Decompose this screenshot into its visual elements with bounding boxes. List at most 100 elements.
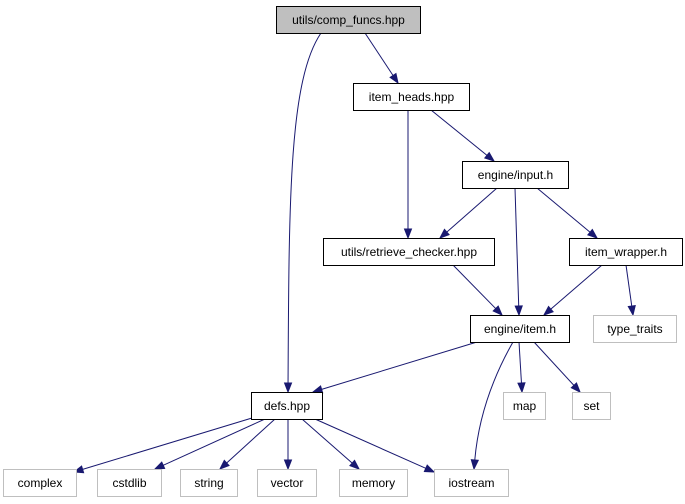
node-input[interactable]: engine/input.h bbox=[462, 161, 569, 189]
edge-line bbox=[301, 418, 353, 464]
arrowhead-icon bbox=[218, 459, 230, 470]
edge-defs-to-iostream bbox=[314, 418, 436, 473]
node-set: set bbox=[572, 392, 611, 420]
edge-item_heads-to-input bbox=[430, 109, 496, 162]
edge-defs-to-complex bbox=[72, 417, 253, 474]
node-label: cstdlib bbox=[112, 476, 146, 490]
node-label: utils/comp_funcs.hpp bbox=[292, 13, 405, 27]
edge-line bbox=[514, 187, 520, 307]
node-label: complex bbox=[18, 476, 63, 490]
edge-defs-to-cstdlib bbox=[153, 418, 266, 470]
nodes-layer: utils/comp_funcs.hpp item_heads.hppengine… bbox=[3, 6, 683, 497]
edge-defs-to-memory bbox=[301, 418, 361, 470]
node-cstdlib: cstdlib bbox=[97, 469, 162, 497]
node-label: engine/item.h bbox=[484, 322, 556, 336]
edge-comp_funcs-to-defs bbox=[283, 32, 322, 394]
arrowhead-icon bbox=[542, 305, 554, 316]
edge-input-to-item_wrapper bbox=[536, 187, 599, 239]
edge-item_wrapper-to-item bbox=[542, 264, 603, 316]
node-comp-funcs[interactable]: utils/comp_funcs.hpp bbox=[276, 6, 421, 34]
arrowhead-icon bbox=[283, 382, 293, 394]
edge-line bbox=[314, 418, 426, 469]
arrowhead-icon bbox=[483, 151, 496, 162]
edge-item-to-iostream bbox=[470, 341, 514, 471]
edges-layer bbox=[72, 32, 636, 474]
edge-item-to-defs bbox=[311, 341, 478, 394]
arrowhead-icon bbox=[283, 459, 293, 471]
node-label: utils/retrieve_checker.hpp bbox=[341, 245, 477, 259]
arrowhead-icon bbox=[349, 459, 361, 470]
arrowhead-icon bbox=[517, 382, 526, 394]
edge-item_heads-to-retrieve_checker bbox=[403, 110, 413, 240]
edge-line bbox=[625, 264, 633, 307]
node-label: iostream bbox=[448, 476, 494, 490]
arrowhead-icon bbox=[153, 461, 166, 470]
node-complex: complex bbox=[3, 469, 77, 497]
edge-line bbox=[518, 341, 522, 384]
node-box bbox=[572, 392, 611, 420]
edge-line bbox=[550, 264, 603, 310]
edge-comp_funcs-to-item_heads bbox=[364, 32, 399, 85]
node-item-heads[interactable]: item_heads.hpp bbox=[353, 83, 470, 111]
node-memory: memory bbox=[339, 469, 408, 497]
node-box bbox=[257, 469, 317, 497]
node-box bbox=[503, 392, 546, 420]
node-defs[interactable]: defs.hpp bbox=[251, 392, 323, 420]
node-box bbox=[470, 315, 570, 343]
node-label: engine/input.h bbox=[478, 168, 553, 182]
node-label: string bbox=[194, 476, 223, 490]
node-box bbox=[180, 469, 238, 497]
edge-line bbox=[82, 417, 253, 470]
node-box bbox=[569, 238, 683, 266]
node-box bbox=[323, 238, 495, 266]
node-label: item_heads.hpp bbox=[369, 90, 455, 104]
edge-input-to-item bbox=[514, 187, 523, 317]
arrowhead-icon bbox=[423, 464, 436, 473]
node-string: string bbox=[180, 469, 238, 497]
node-type-traits: type_traits bbox=[593, 315, 677, 343]
arrowhead-icon bbox=[403, 228, 413, 240]
edge-defs-to-string bbox=[218, 418, 276, 470]
node-map: map bbox=[503, 392, 546, 420]
node-box bbox=[276, 6, 421, 34]
node-box bbox=[3, 469, 77, 497]
node-retrieve-checker[interactable]: utils/retrieve_checker.hpp bbox=[323, 238, 495, 266]
node-label: vector bbox=[271, 476, 304, 490]
node-item[interactable]: engine/item.h bbox=[470, 315, 570, 343]
edge-defs-to-vector bbox=[283, 419, 293, 471]
arrowhead-icon bbox=[586, 228, 599, 239]
edge-line bbox=[364, 32, 394, 76]
node-box bbox=[593, 315, 677, 343]
edge-line bbox=[321, 341, 478, 390]
node-box bbox=[339, 469, 408, 497]
edge-line bbox=[533, 341, 575, 386]
node-box bbox=[462, 161, 569, 189]
node-label: set bbox=[583, 399, 600, 413]
node-vector: vector bbox=[257, 469, 317, 497]
arrowhead-icon bbox=[570, 382, 581, 394]
node-label: map bbox=[513, 399, 537, 413]
edge-line bbox=[446, 187, 498, 233]
edge-line bbox=[162, 418, 266, 466]
edge-item-to-map bbox=[517, 341, 526, 394]
node-box bbox=[97, 469, 162, 497]
node-label: defs.hpp bbox=[264, 399, 310, 413]
edge-input-to-retrieve_checker bbox=[438, 187, 498, 239]
node-box bbox=[434, 469, 509, 497]
edge-item-to-set bbox=[533, 341, 581, 394]
edge-item_wrapper-to-type_traits bbox=[625, 264, 636, 317]
node-iostream: iostream bbox=[434, 469, 509, 497]
edge-line bbox=[226, 418, 276, 464]
edge-retrieve_checker-to-item bbox=[452, 264, 503, 316]
edge-line bbox=[287, 32, 322, 384]
node-box bbox=[251, 392, 323, 420]
node-label: item_wrapper.h bbox=[585, 245, 667, 259]
arrowhead-icon bbox=[311, 385, 324, 394]
node-label: type_traits bbox=[607, 322, 662, 336]
arrowhead-icon bbox=[627, 305, 636, 317]
edge-line bbox=[536, 187, 591, 233]
node-item-wrapper[interactable]: item_wrapper.h bbox=[569, 238, 683, 266]
edge-line bbox=[452, 264, 497, 309]
node-box bbox=[353, 83, 470, 111]
edge-line bbox=[430, 109, 488, 156]
